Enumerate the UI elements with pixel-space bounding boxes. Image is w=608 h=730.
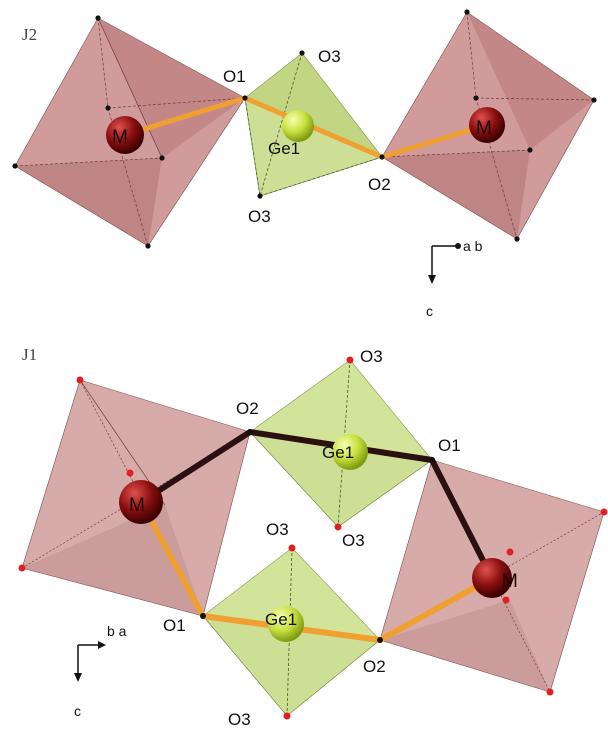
j1-label-ge1-upper: Ge1 — [322, 443, 354, 462]
j2-metal-atom-left — [106, 116, 144, 154]
j1-label-o2-bottom: O2 — [363, 657, 386, 676]
j1-axis-vertical-label: c — [74, 703, 81, 719]
j1-ge-atom-upper — [332, 434, 368, 470]
j2-label-ge1: Ge1 — [268, 139, 300, 158]
j2-axis-indicator: a b c — [426, 238, 483, 319]
j1-ge-atom-lower — [268, 606, 304, 642]
j1-label-o3-upper-bottom: O3 — [342, 531, 365, 550]
j2-label-m-right: M — [476, 118, 492, 139]
j1-label-o3-upper-top: O3 — [360, 347, 383, 366]
j1-vertex-dots — [18, 356, 608, 720]
j1-label-o1-top: O1 — [438, 436, 461, 455]
j2-label-o2: O2 — [368, 175, 391, 194]
j1-axis-indicator: b a c — [74, 623, 127, 719]
j1-metal-atom-left — [119, 480, 163, 524]
j2-label-o3-bottom: O3 — [248, 207, 271, 226]
panel-j1-title: J1 — [22, 345, 37, 364]
j2-metal-atom-right — [469, 107, 505, 143]
j2-ge-atom — [282, 110, 314, 142]
j1-bridging-oxygen-dots — [200, 429, 435, 643]
j2-axis-vertical-label: c — [426, 303, 433, 319]
j1-metal-atom-right — [472, 558, 512, 598]
panel-j1: J1 — [18, 345, 608, 729]
j1-label-ge1-lower: Ge1 — [265, 610, 297, 629]
j1-label-o3-lower-bottom: O3 — [228, 710, 251, 729]
j1-label-o1-bottom: O1 — [163, 616, 186, 635]
j2-axis-horizontal-label: a b — [463, 238, 483, 254]
j2-label-o1: O1 — [223, 67, 246, 86]
j1-label-o3-lower-top: O3 — [266, 520, 289, 539]
j2-label-o3-top: O3 — [318, 47, 341, 66]
j1-axis-horizontal-label: b a — [107, 623, 127, 639]
j2-vertex-dots — [12, 9, 597, 249]
j1-label-m-left: M — [129, 495, 145, 516]
j2-label-m-left: M — [112, 127, 128, 148]
j1-label-o2-top: O2 — [236, 399, 259, 418]
panel-j2: J2 — [12, 9, 597, 319]
j1-label-m-right: M — [502, 571, 518, 592]
panel-j2-title: J2 — [22, 25, 37, 44]
